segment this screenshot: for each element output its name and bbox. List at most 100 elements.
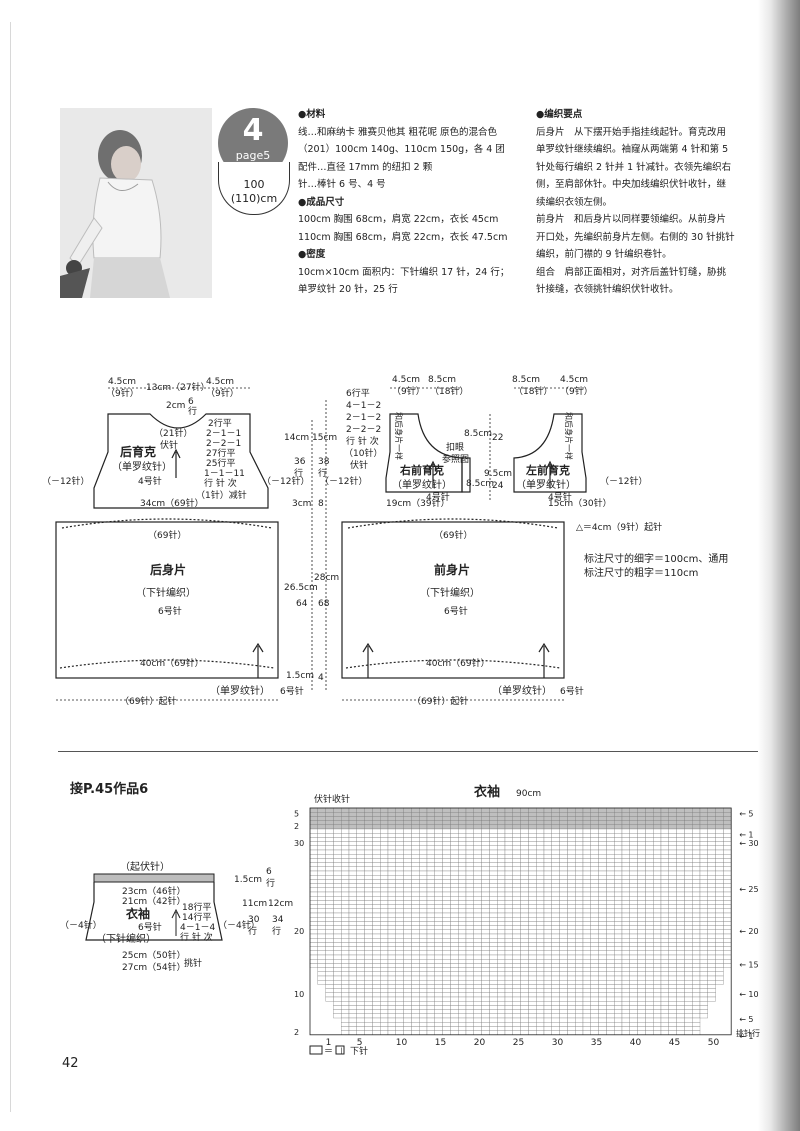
chart-cell: [528, 967, 537, 972]
chart-cell: [434, 1009, 443, 1014]
chart-cell: [699, 1001, 708, 1006]
chart-cell: [668, 858, 677, 863]
chart-cell: [473, 841, 482, 846]
chart-cell: [411, 900, 420, 905]
dim-label: （18针）: [514, 385, 552, 397]
chart-cell: [411, 866, 420, 872]
sleeve-side: （－4针）: [218, 919, 260, 931]
chart-cell: [473, 917, 482, 922]
chart-cell: [676, 837, 685, 842]
chart-cell: [512, 883, 521, 888]
chart-cell: [559, 984, 568, 989]
chart-cell: [411, 875, 420, 880]
chart-cell: [442, 883, 451, 888]
chart-cell: [723, 933, 732, 939]
chart-cell: [668, 841, 677, 846]
chart-cell: [660, 933, 669, 939]
chart-cell: [715, 845, 724, 851]
chart-cell: [614, 1009, 623, 1014]
chart-cell: [614, 891, 623, 897]
chart-cell: [426, 917, 435, 922]
chart-cell: [551, 971, 560, 977]
chart-cell: [356, 967, 365, 972]
chart-cell: [637, 1013, 646, 1019]
chart-cell: [590, 1009, 599, 1014]
chart-cell: [364, 896, 373, 901]
chart-cell: [465, 862, 474, 867]
chart-cell: [341, 883, 350, 888]
page-number: 42: [62, 1056, 79, 1071]
chart-cell: [676, 963, 685, 968]
chart-cell: [567, 1022, 576, 1027]
chart-cell: [520, 883, 529, 888]
chart-cell: [598, 933, 607, 939]
chart-cell: [590, 833, 599, 838]
chart-cell: [715, 887, 724, 893]
chart-cell: [551, 967, 560, 972]
chart-cell: [645, 816, 654, 821]
finished-size-heading: ●成品尺寸: [298, 196, 345, 208]
chart-cell: [364, 828, 373, 834]
chart-cell: [512, 1026, 521, 1031]
chart-cell: [575, 1026, 584, 1031]
chart-cell: [395, 975, 404, 981]
chart-cell: [333, 980, 342, 985]
chart-cell: [356, 946, 365, 951]
chart-cell: [707, 891, 716, 897]
chart-cell: [606, 854, 615, 859]
chart-cell: [364, 883, 373, 888]
chart-cell: [341, 870, 350, 876]
chart-cell: [504, 858, 513, 863]
chart-cell: [567, 1017, 576, 1023]
chart-cell: [489, 812, 498, 817]
chart-cell: [426, 1030, 435, 1035]
chart-cell: [380, 841, 389, 846]
chart-cell: [317, 870, 326, 876]
chart-cell: [419, 917, 428, 922]
chart-cell: [699, 938, 708, 943]
chart-cell: [442, 870, 451, 876]
chart-cell: [551, 996, 560, 1002]
chart-cell: [660, 938, 669, 943]
chart-cell: [551, 828, 560, 834]
chart-cell: [559, 1026, 568, 1031]
chart-cell: [356, 917, 365, 922]
chart-cell: [333, 870, 342, 876]
chart-cell: [676, 933, 685, 939]
chart-cell: [325, 820, 334, 825]
dim-label: 行: [188, 405, 197, 417]
chart-cell: [614, 963, 623, 968]
chart-cell: [473, 849, 482, 855]
chart-cell: [380, 879, 389, 884]
chart-cell: [606, 862, 615, 867]
chart-cell: [536, 929, 545, 935]
chart-cell: [528, 870, 537, 876]
chart-cell: [629, 917, 638, 922]
chart-cell: [442, 1022, 451, 1027]
chart-cell: [660, 891, 669, 897]
chart-cell: [504, 1013, 513, 1019]
chart-cell: [403, 883, 412, 888]
chart-cell: [575, 879, 584, 884]
chart-cell: [426, 828, 435, 834]
chart-cell: [715, 950, 724, 956]
chart-cell: [543, 1009, 552, 1014]
chart-cell: [504, 996, 513, 1002]
chart-cell: [497, 1005, 506, 1010]
chart-cell: [684, 1026, 693, 1031]
chart-cell: [348, 887, 357, 893]
chart-cell: [481, 925, 490, 930]
chart-cell: [582, 866, 591, 872]
chart-cell: [426, 845, 435, 851]
chart-cell: [309, 858, 318, 863]
chart-cell: [536, 954, 545, 960]
sleeve-h: 34: [272, 915, 284, 925]
chart-cell: [715, 954, 724, 960]
chart-cell: [551, 1009, 560, 1014]
chart-cell: [575, 1013, 584, 1019]
chart-cell: [372, 988, 381, 993]
chart-cell: [325, 845, 334, 851]
chart-cell: [473, 988, 482, 993]
chart-cell: [559, 971, 568, 977]
chart-cell: [411, 992, 420, 998]
